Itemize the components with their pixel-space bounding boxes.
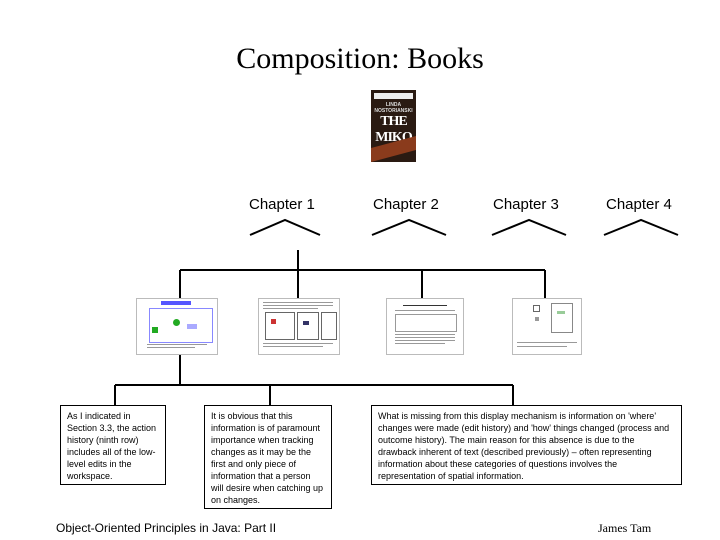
page-thumbnail-3 — [386, 298, 464, 355]
book-cover-image: LINDA NOSTORIANSKI THE MIKO — [371, 90, 416, 162]
chapter-4-hat — [603, 218, 679, 236]
chapter-4-label: Chapter 4 — [606, 196, 672, 213]
note-action-history: As I indicated in Section 3.3, the actio… — [60, 405, 166, 485]
note-missing-information: What is missing from this display mechan… — [371, 405, 682, 485]
page-thumbnail-4 — [512, 298, 582, 355]
slide-title: Composition: Books — [236, 42, 484, 75]
book-cover-author: LINDA NOSTORIANSKI — [374, 102, 413, 114]
chapter-1-hat — [249, 218, 321, 236]
page-thumbnail-1 — [136, 298, 218, 355]
chapter-1-label: Chapter 1 — [249, 196, 315, 213]
chapter-3-label: Chapter 3 — [493, 196, 559, 213]
chapter-2-hat — [371, 218, 447, 236]
page-thumbnail-2 — [258, 298, 340, 355]
chapter-2-label: Chapter 2 — [373, 196, 439, 213]
footer-course-title: Object-Oriented Principles in Java: Part… — [56, 521, 277, 535]
footer-author: James Tam — [598, 521, 652, 535]
note-paramount-importance: It is obvious that this information is o… — [204, 405, 332, 509]
book-cover-banner — [374, 93, 413, 99]
chapter-3-hat — [491, 218, 567, 236]
